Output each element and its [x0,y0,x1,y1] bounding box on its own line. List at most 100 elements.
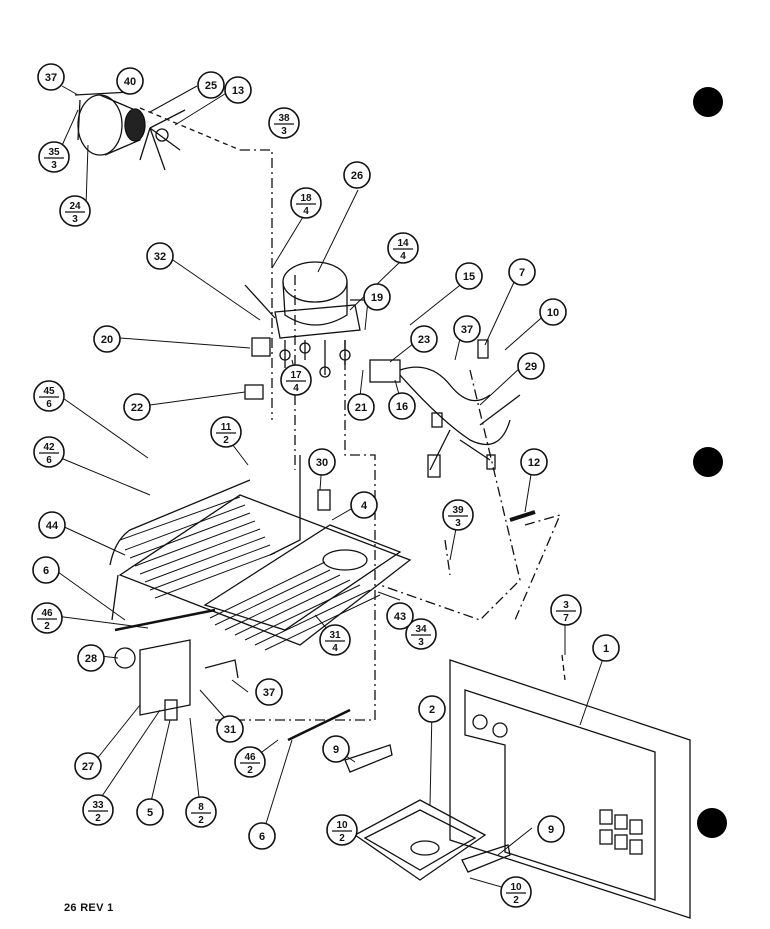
callout-circle [550,594,582,626]
callout-circle [539,298,567,326]
callout-circle [418,695,446,723]
callout-c42: 426 [33,436,65,468]
callout-c7: 7 [508,258,536,286]
callout-circle [322,735,350,763]
callout-number: 9 [333,744,339,756]
callout-number: 39 [452,505,464,516]
callout-c20: 20 [93,325,121,353]
callout-c2: 2 [418,695,446,723]
callout-number: 27 [82,761,94,773]
defrost-timer [114,639,239,721]
callout-quantity: 2 [247,765,253,776]
callout-c37c: 37 [255,678,283,706]
callout-circle [326,814,358,846]
callout-c43: 43 [386,602,414,630]
callout-circle [388,392,416,420]
callout-circle [520,448,548,476]
callout-c3: 37 [550,594,582,626]
callout-quantity: 4 [400,251,406,262]
callout-number: 10 [510,882,522,893]
callout-number: 44 [46,520,59,532]
callout-number: 6 [43,565,49,577]
callout-number: 31 [224,724,236,736]
binder-hole [697,808,727,838]
callout-circle [453,315,481,343]
callout-circle [38,511,66,539]
callout-circle [592,634,620,662]
callout-c38: 383 [268,107,300,139]
callout-number: 35 [48,147,60,158]
callout-number: 24 [69,201,81,212]
callout-circle [59,195,91,227]
callout-number: 8 [198,802,204,813]
callout-number: 43 [394,611,406,623]
callout-quantity: 2 [44,621,50,632]
callout-quantity: 2 [95,813,101,824]
relay-and-harness [369,339,521,478]
callout-c40: 40 [116,67,144,95]
callout-quantity: 4 [303,206,309,217]
callout-circle [38,141,70,173]
callout-c35: 353 [38,141,70,173]
callout-c12: 12 [520,448,548,476]
callout-number: 21 [355,402,367,414]
callout-c10a: 10 [539,298,567,326]
callout-number: 29 [525,361,537,373]
callout-circle [319,624,351,656]
callout-c6a: 6 [32,556,60,584]
callout-number: 17 [290,370,302,381]
callout-circle [37,63,65,91]
callout-number: 6 [259,831,265,843]
callout-circle [185,796,217,828]
callout-circle [32,556,60,584]
callout-quantity: 6 [46,455,52,466]
callout-circle [31,602,63,634]
callout-number: 42 [43,442,55,453]
callout-c23: 23 [410,325,438,353]
callout-circle [248,822,276,850]
callout-number: 20 [101,334,113,346]
callout-quantity: 7 [563,613,569,624]
callout-circle [500,876,532,908]
callout-c45: 456 [33,380,65,412]
callout-c30: 30 [308,448,336,476]
callout-number: 38 [278,113,290,124]
callout-c10c: 102 [500,876,532,908]
callout-c19: 19 [363,283,391,311]
callout-c22: 22 [123,393,151,421]
callout-number: 10 [336,820,348,831]
callout-circle [33,380,65,412]
control-panel [449,659,691,919]
callout-c32: 32 [146,242,174,270]
callout-c15: 15 [455,262,483,290]
callout-circle [280,364,312,396]
callout-number: 11 [221,422,232,433]
callout-number: 31 [329,630,341,641]
callout-number: 5 [147,807,153,819]
callout-number: 18 [300,193,312,204]
binder-hole [693,447,723,477]
callout-quantity: 3 [51,160,57,171]
callout-quantity: 3 [281,126,287,137]
callout-number: 16 [396,401,408,413]
callout-number: 14 [397,238,409,249]
callout-c10b: 102 [326,814,358,846]
callout-circle [33,436,65,468]
callout-c5: 5 [136,798,164,826]
callout-c27: 27 [74,752,102,780]
callout-circle [387,232,419,264]
callout-number: 46 [244,752,256,763]
callout-c28: 28 [77,644,105,672]
callout-number: 2 [429,704,435,716]
callout-quantity: 2 [223,435,229,446]
callout-c39: 393 [442,499,474,531]
callout-c17: 174 [280,364,312,396]
callout-c16: 16 [388,392,416,420]
callout-circle [405,618,437,650]
callout-number: 37 [263,687,275,699]
callout-quantity: 3 [418,637,424,648]
callout-circle [347,393,375,421]
callout-c44: 44 [38,511,66,539]
callout-quantity: 6 [46,399,52,410]
